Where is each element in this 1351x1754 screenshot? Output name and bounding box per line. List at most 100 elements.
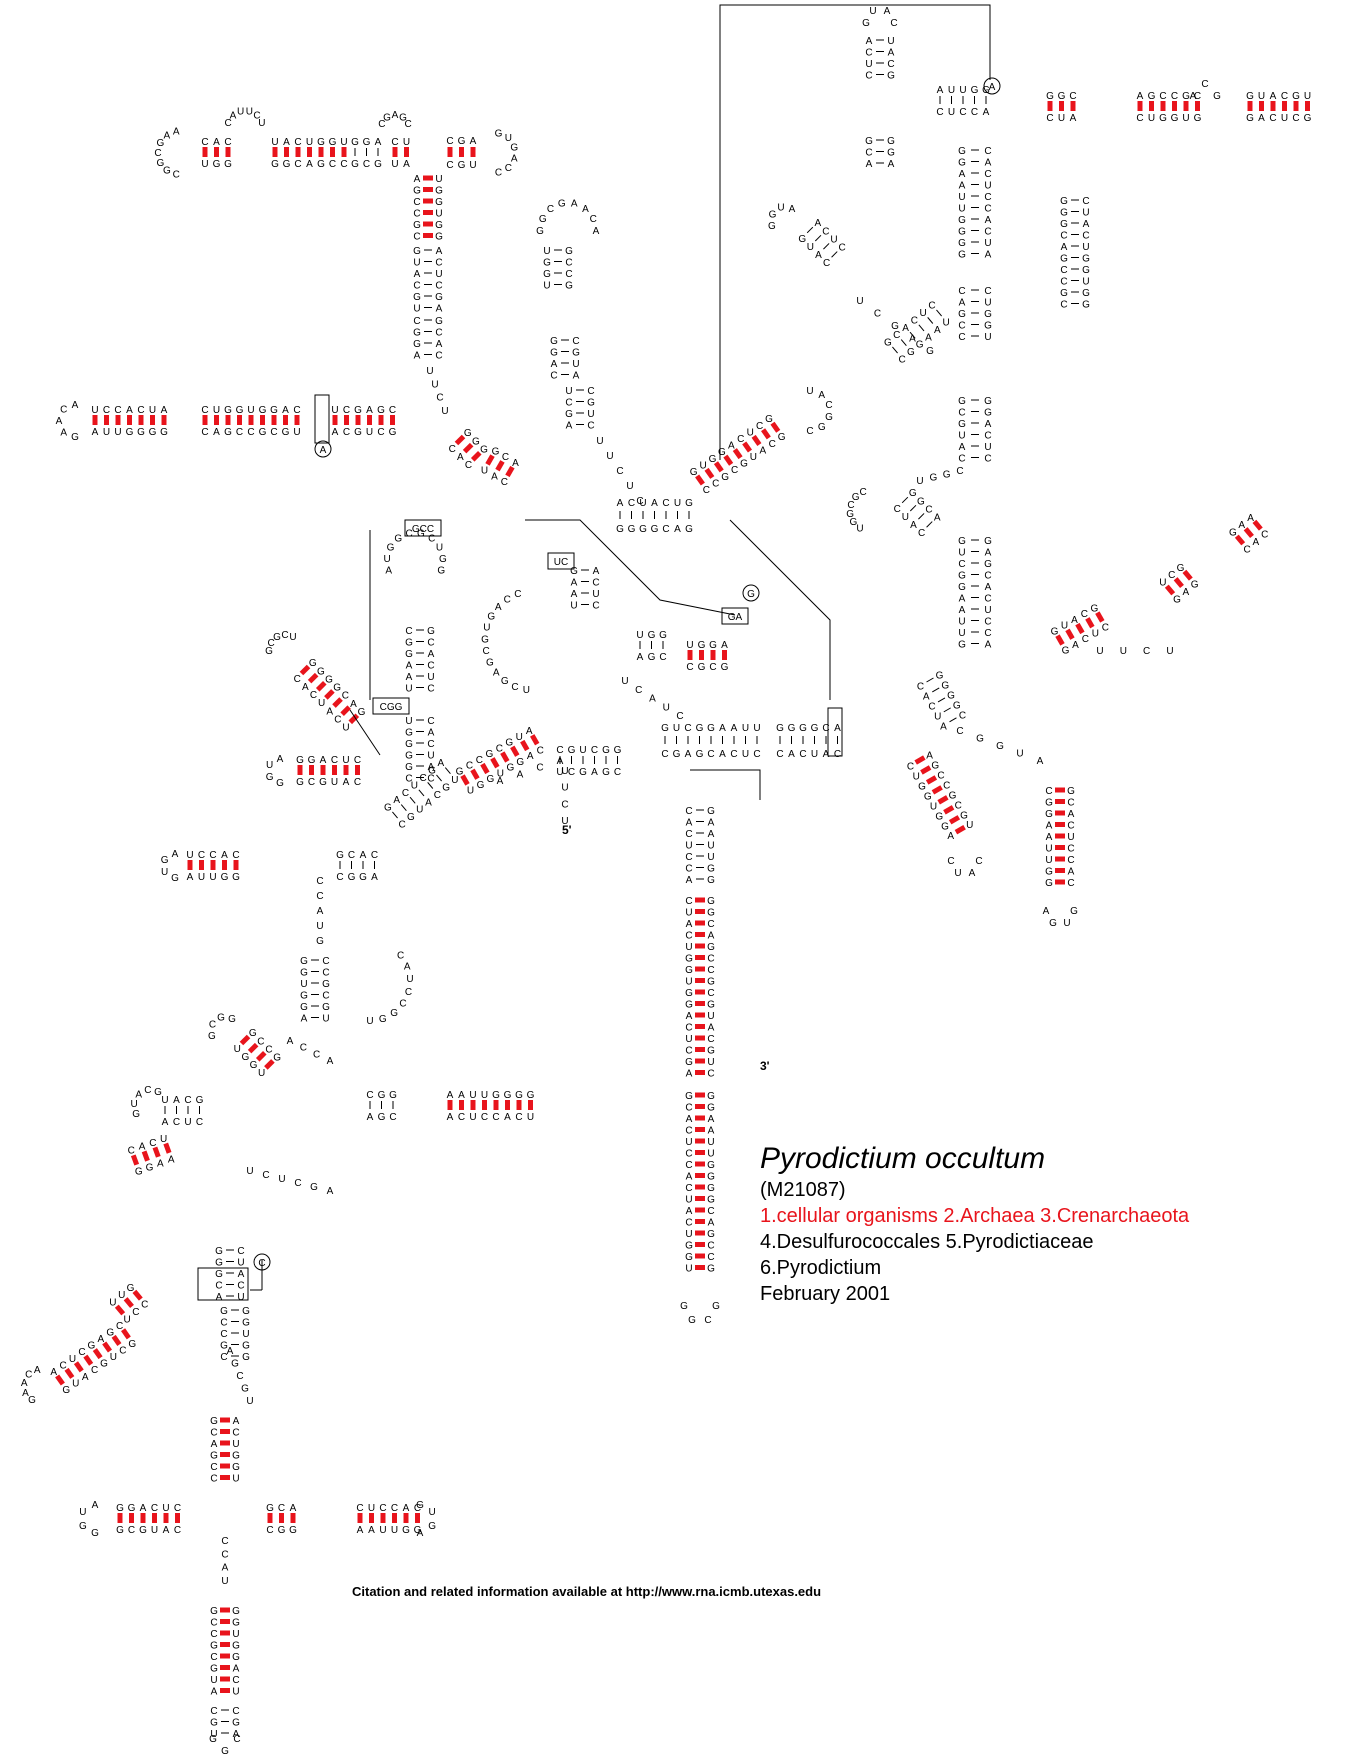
svg-text:C: C [661, 749, 668, 760]
svg-text:C: C [270, 427, 277, 438]
svg-text:A: A [326, 706, 333, 717]
svg-text:U: U [368, 1503, 375, 1514]
svg-text:C: C [300, 1043, 307, 1054]
svg-text:G: G [565, 281, 573, 292]
svg-text:A: A [393, 795, 400, 806]
svg-text:C: C [865, 48, 872, 59]
svg-text:C: C [334, 714, 341, 725]
svg-text:G: G [1049, 918, 1057, 929]
svg-text:C: C [435, 351, 442, 362]
svg-text:U: U [984, 181, 991, 192]
svg-text:C: C [232, 1428, 239, 1439]
svg-text:G: G [106, 1327, 114, 1338]
svg-text:G: G [1060, 219, 1068, 230]
svg-text:A: A [708, 1114, 715, 1125]
svg-text:G: G [322, 979, 330, 990]
svg-text:G: G [984, 408, 992, 419]
svg-text:C: C [60, 405, 67, 416]
taxonomy-line-3: 6.Pyrodictium [760, 1257, 881, 1279]
svg-text:G: G [1046, 91, 1054, 102]
svg-text:A: A [959, 442, 966, 453]
svg-text:U: U [958, 192, 965, 203]
svg-text:U: U [958, 628, 965, 639]
svg-text:G: G [1182, 91, 1190, 102]
boxed-nucleotides: GA [721, 607, 749, 625]
svg-text:G: G [648, 652, 656, 663]
svg-text:U: U [902, 512, 909, 523]
svg-text:A: A [290, 1503, 297, 1514]
svg-text:A: A [1043, 906, 1050, 917]
svg-text:C: C [220, 1329, 227, 1340]
svg-text:U: U [984, 442, 991, 453]
svg-text:G: G [685, 524, 693, 535]
svg-text:C: C [984, 227, 991, 238]
svg-text:C: C [465, 460, 472, 471]
svg-text:A: A [1046, 821, 1053, 832]
svg-text:G: G [639, 524, 647, 535]
svg-text:C: C [776, 749, 783, 760]
svg-text:U: U [958, 204, 965, 215]
svg-text:G: G [707, 875, 715, 886]
svg-text:A: A [428, 728, 435, 739]
svg-text:C: C [865, 71, 872, 82]
svg-text:C: C [590, 214, 597, 225]
svg-text:C: C [1201, 79, 1208, 90]
svg-text:C: C [25, 1370, 32, 1381]
svg-text:C: C [348, 850, 355, 861]
svg-text:A: A [686, 1114, 693, 1125]
svg-text:G: G [435, 292, 443, 303]
svg-text:C: C [737, 434, 744, 445]
svg-text:C: C [434, 790, 441, 801]
svg-text:C: C [174, 1503, 181, 1514]
svg-text:C: C [1082, 196, 1089, 207]
svg-text:G: G [936, 671, 944, 682]
svg-text:C: C [659, 652, 666, 663]
svg-text:C: C [685, 1218, 692, 1229]
svg-text:G: G [399, 113, 407, 124]
svg-text:A: A [366, 405, 373, 416]
svg-text:C: C [887, 59, 894, 70]
svg-text:G: G [300, 991, 308, 1002]
svg-text:G: G [707, 806, 715, 817]
svg-text:G: G [698, 662, 706, 673]
svg-text:C: C [496, 743, 503, 754]
svg-text:G: G [984, 396, 992, 407]
svg-text:A: A [447, 1112, 454, 1123]
svg-text:C: C [294, 159, 301, 170]
svg-text:G: G [480, 444, 488, 455]
svg-text:C: C [151, 1503, 158, 1514]
svg-text:U: U [342, 723, 349, 734]
svg-text:A: A [283, 137, 290, 148]
svg-text:G: G [1070, 906, 1078, 917]
svg-text:A: A [1061, 242, 1068, 253]
svg-text:U: U [626, 481, 633, 492]
svg-text:U: U [413, 258, 420, 269]
svg-text:G: G [208, 1031, 216, 1042]
svg-text:U: U [391, 159, 398, 170]
svg-text:C: C [413, 281, 420, 292]
svg-text:G: G [154, 1087, 162, 1098]
svg-text:C: C [707, 1241, 714, 1252]
svg-text:U: U [920, 308, 927, 319]
svg-text:C: C [685, 931, 692, 942]
svg-text:C: C [405, 119, 412, 130]
svg-text:A: A [959, 298, 966, 309]
svg-text:U: U [451, 775, 458, 786]
svg-text:U: U [232, 1474, 239, 1485]
svg-text:C: C [377, 427, 384, 438]
svg-text:G: G [220, 1306, 228, 1317]
svg-text:C: C [959, 710, 966, 721]
svg-text:U: U [543, 281, 550, 292]
svg-text:C: C [636, 496, 643, 507]
svg-text:U: U [342, 755, 349, 766]
